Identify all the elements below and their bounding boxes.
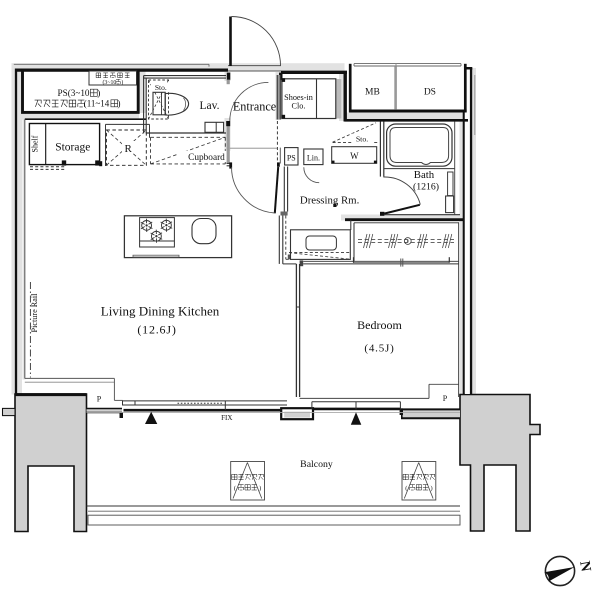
svg-text:Shoes-in: Shoes-in xyxy=(284,93,313,102)
svg-text:Entrance: Entrance xyxy=(233,99,276,113)
svg-text:P: P xyxy=(443,394,448,403)
svg-text:Sto.: Sto. xyxy=(155,83,167,92)
svg-text:): ) xyxy=(259,485,261,492)
svg-text:Balcony: Balcony xyxy=(300,459,333,470)
svg-text:Picture Rail: Picture Rail xyxy=(30,293,39,333)
svg-text:Lav.: Lav. xyxy=(199,100,219,112)
svg-text:Lin.: Lin. xyxy=(307,154,320,163)
svg-text:(1216): (1216) xyxy=(413,181,439,192)
svg-text:DS: DS xyxy=(424,87,436,97)
svg-text:): ) xyxy=(430,485,432,492)
svg-text:N: N xyxy=(576,560,594,574)
svg-text:(12.6J): (12.6J) xyxy=(137,323,176,337)
svg-text:MB: MB xyxy=(365,87,380,97)
svg-text:(3~10: (3~10 xyxy=(103,79,117,86)
svg-text:(4.5J): (4.5J) xyxy=(364,342,394,354)
svg-text:W: W xyxy=(350,151,359,161)
svg-text:Bath: Bath xyxy=(414,169,435,181)
svg-text:PS(3~10: PS(3~10 xyxy=(57,88,89,98)
svg-text:Sto.: Sto. xyxy=(356,134,368,143)
svg-text:): ) xyxy=(97,88,100,98)
svg-text:Dressing Rm.: Dressing Rm. xyxy=(300,194,359,206)
svg-text:): ) xyxy=(118,99,121,109)
svg-text:(: ( xyxy=(234,485,236,492)
svg-text:): ) xyxy=(121,79,123,86)
svg-text:FIX: FIX xyxy=(221,414,232,422)
svg-text:Clo.: Clo. xyxy=(292,101,306,110)
svg-text:Living Dining Kitchen: Living Dining Kitchen xyxy=(101,304,220,319)
svg-text:Storage: Storage xyxy=(55,142,90,154)
svg-text:Bedroom: Bedroom xyxy=(357,318,402,332)
svg-text:R: R xyxy=(125,143,133,155)
svg-text:P: P xyxy=(97,394,102,403)
svg-text:PS: PS xyxy=(287,154,296,163)
svg-text:(11~14: (11~14 xyxy=(84,99,110,109)
svg-text:Cupboard: Cupboard xyxy=(188,153,225,163)
svg-text:(: ( xyxy=(405,485,407,492)
svg-text:Shelf: Shelf xyxy=(31,135,40,152)
